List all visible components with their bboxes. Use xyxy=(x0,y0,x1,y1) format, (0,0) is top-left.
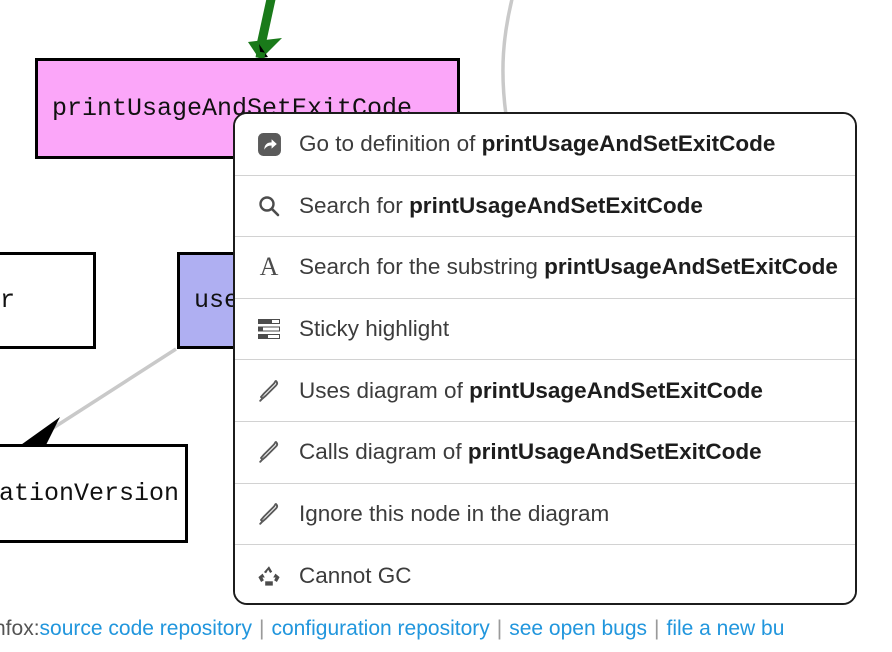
menu-item-label: Uses diagram of printUsageAndSetExitCode xyxy=(299,378,763,404)
edge-uses-to-version xyxy=(18,347,177,449)
go-to-definition-icon xyxy=(249,128,289,160)
menu-item-prefix: Cannot GC xyxy=(299,562,412,588)
menu-item-prefix: Sticky highlight xyxy=(299,316,450,342)
diagram-node-application-version[interactable]: ApplicationVersion xyxy=(0,444,188,543)
link-configuration-repository[interactable]: configuration repository xyxy=(271,616,490,640)
pencil-icon xyxy=(249,498,289,530)
menu-item-symbol: printUsageAndSetExitCode xyxy=(544,254,838,280)
menu-item-label: Sticky highlight xyxy=(299,316,449,342)
menu-item-symbol: printUsageAndSetExitCode xyxy=(467,439,762,465)
link-file-a-new-bug[interactable]: file a new bu xyxy=(666,616,785,640)
menu-item-prefix: Ignore this node in the diagram xyxy=(299,500,610,526)
link-source-code-repository[interactable]: source code repository xyxy=(39,616,252,640)
menu-item-symbol: printUsageAndSetExitCode xyxy=(469,377,763,403)
menu-item-prefix: Uses diagram of xyxy=(299,377,470,403)
menu-item-label: Go to definition of printUsageAndSetExit… xyxy=(299,131,775,157)
edge-grey-curve xyxy=(501,0,514,116)
diagram-node-label: Parser xyxy=(0,286,16,315)
pencil-icon xyxy=(249,375,289,407)
recycle-icon xyxy=(249,560,289,592)
menu-item-cannot-gc[interactable]: Cannot GC xyxy=(235,545,855,603)
menu-item-ignore-node[interactable]: Ignore this node in the diagram xyxy=(235,483,855,546)
menu-item-label: Ignore this node in the diagram xyxy=(299,501,609,527)
menu-item-go-to-definition[interactable]: Go to definition of printUsageAndSetExit… xyxy=(235,114,855,176)
menu-item-prefix: Search for the substring xyxy=(299,254,545,280)
menu-item-label: Search for the substring printUsageAndSe… xyxy=(299,254,838,280)
pencil-icon xyxy=(249,436,289,468)
menu-item-calls-diagram[interactable]: Calls diagram of printUsageAndSetExitCod… xyxy=(235,421,855,484)
menu-item-prefix: Calls diagram of xyxy=(299,439,468,465)
menu-item-search-for[interactable]: Search for printUsageAndSetExitCode xyxy=(235,175,855,238)
search-icon xyxy=(249,190,289,222)
sticky-highlight-icon xyxy=(249,313,289,345)
status-separator: | xyxy=(496,616,503,640)
menu-item-sticky-highlight[interactable]: Sticky highlight xyxy=(235,298,855,361)
menu-item-label: Search for printUsageAndSetExitCode xyxy=(299,193,703,219)
menu-item-uses-diagram[interactable]: Uses diagram of printUsageAndSetExitCode xyxy=(235,360,855,422)
menu-item-symbol: printUsageAndSetExitCode xyxy=(409,192,703,218)
menu-item-search-substring[interactable]: A Search for the substring printUsageAnd… xyxy=(235,237,855,299)
status-separator: | xyxy=(654,616,660,640)
menu-item-label: Calls diagram of printUsageAndSetExitCod… xyxy=(299,439,762,465)
status-separator: | xyxy=(258,616,265,640)
edge-green-arrow xyxy=(248,0,282,60)
diagram-node-parser[interactable]: Parser xyxy=(0,252,96,349)
context-menu[interactable]: Go to definition of printUsageAndSetExit… xyxy=(233,112,857,605)
menu-item-label: Cannot GC xyxy=(299,563,412,589)
menu-item-prefix: Search for xyxy=(299,192,410,218)
diagram-node-label: ApplicationVersion xyxy=(0,479,180,508)
menu-item-prefix: Go to definition of xyxy=(299,131,482,157)
link-see-open-bugs[interactable]: see open bugs xyxy=(509,616,648,640)
substring-search-icon: A xyxy=(259,252,279,282)
menu-item-symbol: printUsageAndSetExitCode xyxy=(481,131,776,157)
